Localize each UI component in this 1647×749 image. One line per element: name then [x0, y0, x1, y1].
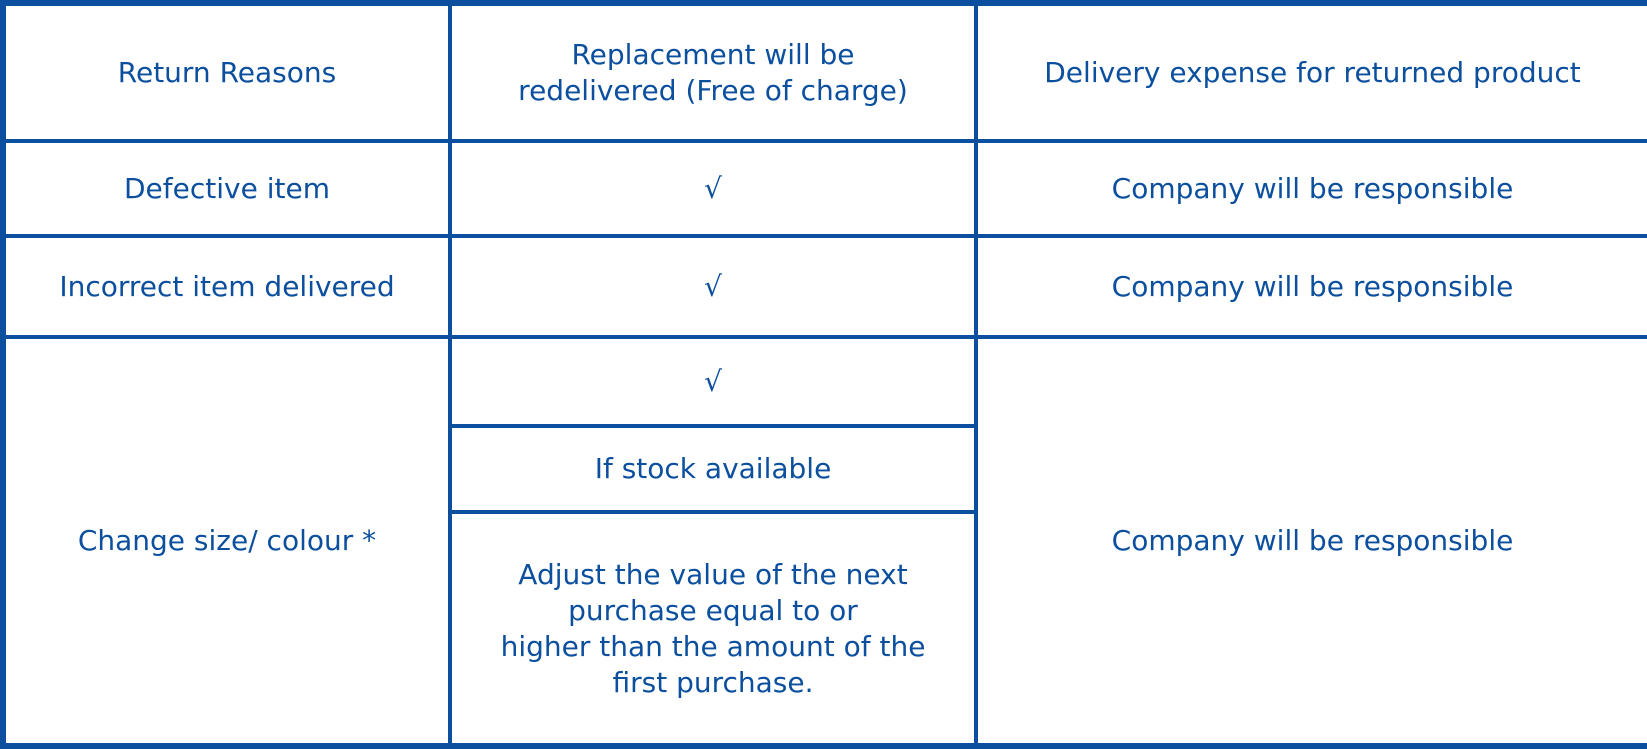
replacement-check-mark: √: [448, 139, 978, 238]
table-row: Change size/ colour * √ Company will be …: [1, 335, 1647, 748]
replacement-stock-condition: If stock available: [448, 424, 978, 514]
header-delivery-expense: Delivery expense for returned product: [974, 1, 1647, 143]
expense-responsibility: Company will be responsible: [974, 335, 1647, 748]
table-row: Incorrect item delivered √ Company will …: [1, 234, 1647, 339]
table-row: Defective item √ Company will be respons…: [1, 139, 1647, 238]
header-return-reasons: Return Reasons: [1, 1, 452, 143]
replacement-value-adjustment: Adjust the value of the next purchase eq…: [448, 510, 978, 748]
expense-responsibility: Company will be responsible: [974, 234, 1647, 339]
table-row: If stock available: [3, 424, 1647, 514]
expense-responsibility: Company will be responsible: [974, 139, 1647, 238]
replacement-check-mark: √: [448, 335, 978, 428]
reason-change-size-colour: Change size/ colour *: [1, 335, 452, 748]
reason-incorrect-item: Incorrect item delivered: [1, 234, 452, 339]
header-replacement: Replacement will be redelivered (Free of…: [448, 1, 978, 143]
table-row: Adjust the value of the next purchase eq…: [3, 510, 1647, 748]
replacement-check-mark: √: [448, 234, 978, 339]
table-header-row: Return Reasons Replacement will be redel…: [1, 1, 1647, 143]
reason-defective-item: Defective item: [1, 139, 452, 238]
